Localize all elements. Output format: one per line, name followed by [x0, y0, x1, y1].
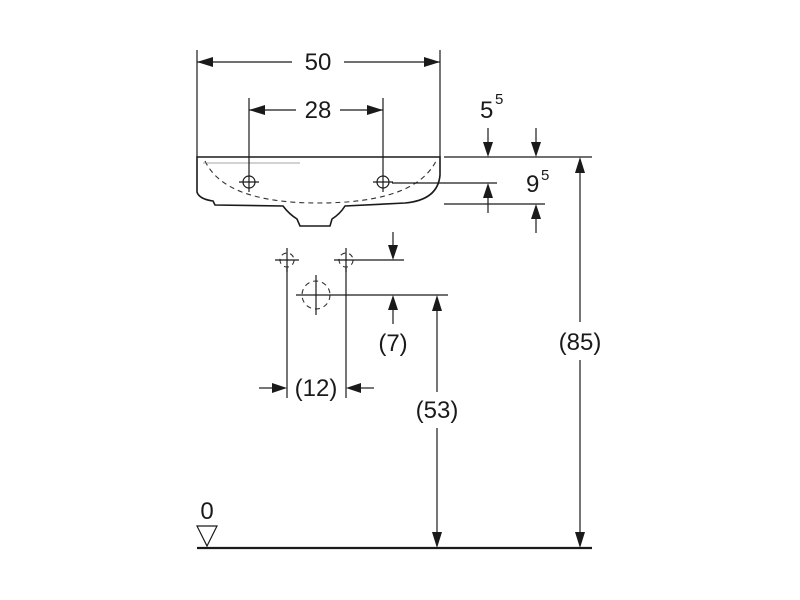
tap-offset-label: 9 — [526, 171, 539, 198]
dimension-rim-height: (85) — [559, 157, 602, 548]
rim-thickness-superscript: 5 — [495, 91, 503, 108]
dimension-supply-offset: (7) — [378, 232, 408, 357]
floor-level: 0 — [196, 498, 592, 550]
hole-spacing-label: 28 — [305, 97, 332, 124]
dimension-basin-width: 50 — [196, 49, 441, 157]
dimension-tap-offset: 9 5 — [392, 167, 549, 233]
tap-hole-right — [373, 172, 393, 192]
dimension-rim-thickness: 5 5 — [444, 91, 592, 158]
waste-connection — [296, 275, 448, 315]
rim-height-label: (85) — [559, 329, 602, 356]
dimension-supply-spacing: (12) — [259, 268, 374, 402]
rim-thickness-label: 5 — [480, 97, 493, 124]
dimension-hole-spacing: 28 — [248, 97, 384, 172]
washbasin-outline — [196, 156, 441, 227]
supply-height-label: (53) — [416, 397, 459, 424]
tap-hole-left — [239, 172, 259, 192]
supply-offset-label: (7) — [378, 330, 407, 357]
level-marker-icon — [196, 525, 218, 548]
tap-offset-superscript: 5 — [541, 167, 549, 184]
basin-width-label: 50 — [305, 49, 332, 76]
dimension-supply-height: (53) — [416, 295, 459, 548]
supply-spacing-label: (12) — [295, 375, 338, 402]
floor-level-label: 0 — [200, 498, 213, 525]
